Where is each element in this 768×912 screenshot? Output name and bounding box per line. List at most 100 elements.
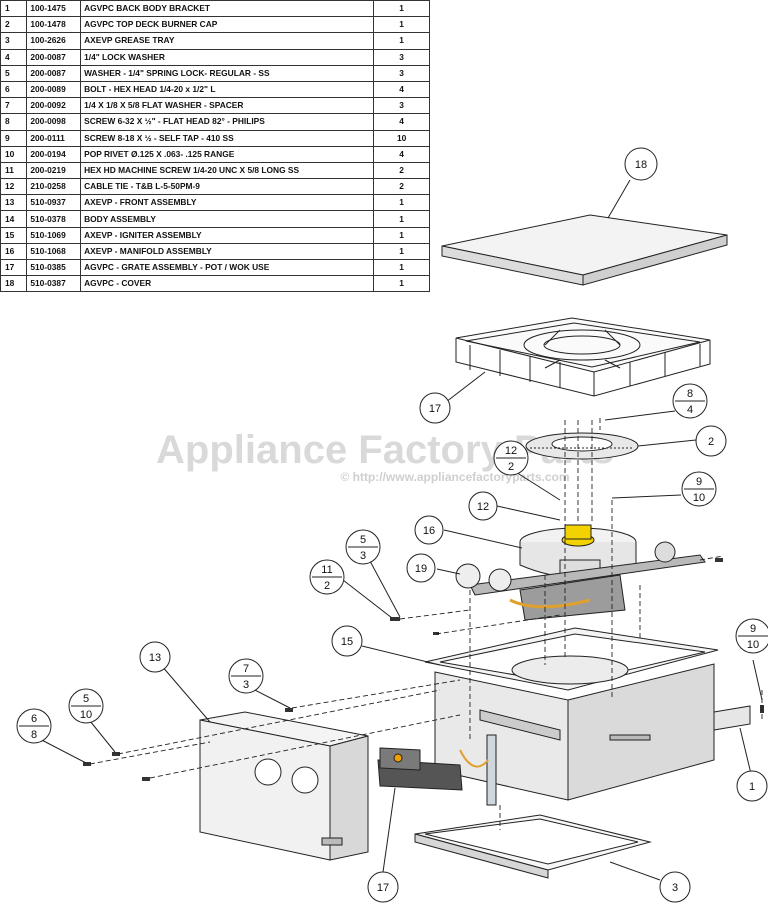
watermark-sub: © http://www.appliancefactoryparts.com [340,470,569,484]
part-quantity: 2 [373,161,430,180]
callout-17-top: 17 [419,392,451,424]
part-description: AXEVP - IGNITER ASSEMBLY [80,226,375,244]
callout-12-2-top: 12 [505,445,517,457]
back-bracket-part [713,705,751,731]
part-number: 210-0258 [26,178,82,196]
item-number: 12 [0,178,28,196]
part-description: SCREW 8-18 X ½ - SELF TAP - 410 SS [80,129,375,147]
part-number: 510-0385 [26,258,82,277]
callout-18: 18 [624,147,658,181]
part-number: 200-0111 [26,129,82,147]
part-description: AGVPC - GRATE ASSEMBLY - POT / WOK USE [80,258,375,277]
part-description: 1/4" LOCK WASHER [80,48,375,66]
part-description: AXEVP - FRONT ASSEMBLY [80,194,375,212]
callout-7-3-bottom: 3 [243,679,249,691]
callout-12-2: 12 2 [493,440,529,476]
part-number: 510-1068 [26,242,82,261]
part-quantity: 1 [373,226,430,244]
item-number: 16 [0,242,28,261]
part-number: 510-0937 [26,194,82,212]
part-quantity: 3 [373,48,430,66]
callout-19-label: 19 [415,563,427,575]
callout-2: 2 [695,425,727,457]
part-quantity: 10 [373,129,430,147]
callout-7-3-top: 7 [243,663,249,675]
part-description: AXEVP GREASE TRAY [80,32,375,50]
part-quantity: 1 [373,0,430,18]
part-quantity: 4 [373,145,430,163]
gas-manifold-pipe [455,541,706,621]
callout-5-10-top: 5 [83,693,89,705]
item-number: 6 [0,80,28,99]
item-number: 17 [0,258,28,277]
part-number: 200-0087 [26,64,82,82]
item-number: 18 [0,275,28,293]
part-quantity: 1 [373,275,430,293]
item-number: 9 [0,129,28,147]
callout-12: 12 [468,491,498,521]
callout-5-10-bottom: 10 [80,709,92,721]
part-quantity: 1 [373,258,430,277]
part-quantity: 1 [373,242,430,261]
part-quantity: 4 [373,80,430,99]
callout-13: 13 [139,641,171,673]
item-number: 5 [0,64,28,82]
callout-17-bottom-label: 17 [377,882,389,894]
item-number: 4 [0,48,28,66]
part-number: 100-1475 [26,0,82,18]
callout-7-3: 7 3 [228,658,264,694]
item-number: 1 [0,0,28,18]
item-number: 15 [0,226,28,244]
grate-part [455,317,711,397]
callout-15-label: 15 [341,636,353,648]
callout-9-10-upper-bottom: 10 [693,492,705,504]
part-description: BOLT - HEX HEAD 1/4-20 x 1/2" L [80,80,375,99]
item-number: 3 [0,32,28,50]
callout-5-10: 5 10 [68,688,104,724]
callout-11-2-top: 11 [321,564,332,576]
grease-tray-part [414,814,652,879]
callout-6-8: 6 8 [16,708,52,744]
callout-6-8-bottom: 8 [31,729,37,741]
part-number: 200-0219 [26,161,82,180]
part-description: AGVPC - COVER [80,275,375,293]
callout-3: 3 [659,871,691,903]
callout-5-3-bottom: 3 [360,550,366,562]
part-description: AGVPC BACK BODY BRACKET [80,0,375,18]
part-number: 100-1478 [26,16,82,34]
part-description: 1/4 X 1/8 X 5/8 FLAT WASHER - SPACER [80,97,375,115]
callout-8-4-top: 8 [687,388,693,400]
part-quantity: 3 [373,64,430,82]
part-quantity: 1 [373,16,430,34]
callout-17-top-label: 17 [429,403,441,415]
part-number: 510-1069 [26,226,82,244]
burner-cap-part [525,432,639,460]
callout-6-8-top: 6 [31,713,37,725]
part-number: 200-0089 [26,80,82,99]
part-quantity: 2 [373,178,430,196]
front-assembly-part [199,711,369,861]
part-description: AXEVP - MANIFOLD ASSEMBLY [80,242,375,261]
part-description: HEX HD MACHINE SCREW 1/4-20 UNC X 5/8 LO… [80,161,375,180]
callout-12-2-bottom: 2 [508,461,514,473]
part-number: 200-0194 [26,145,82,163]
callout-3-label: 3 [672,882,678,894]
part-number: 200-0098 [26,113,82,131]
callout-11-2: 11 2 [309,559,345,595]
item-number: 7 [0,97,28,115]
alignment-lines [89,418,763,830]
item-number: 14 [0,210,28,228]
